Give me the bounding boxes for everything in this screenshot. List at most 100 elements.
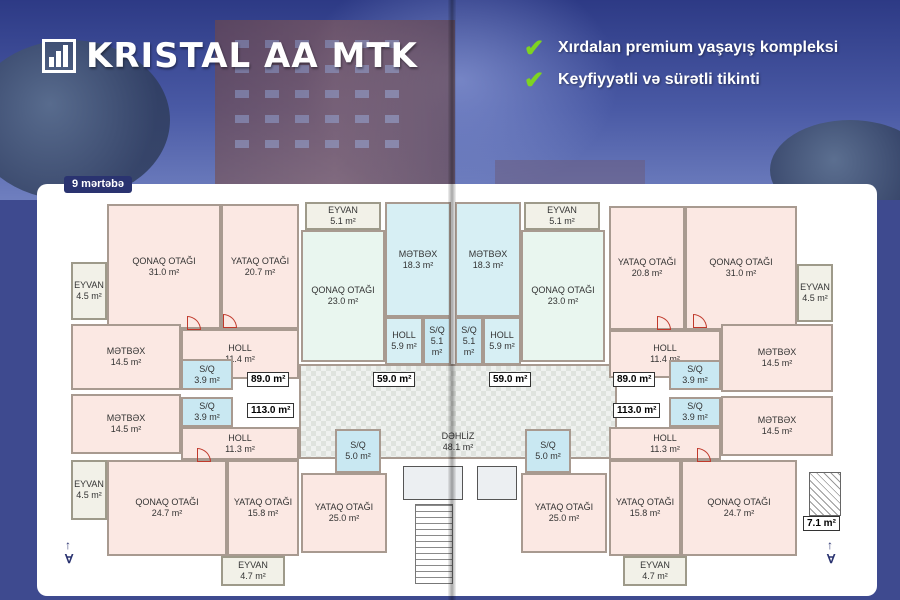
room-area: 5.1 m²: [330, 216, 356, 226]
room-name: EYVAN: [74, 280, 104, 290]
hero-banner: KRISTAL AA MTK ✔ Xırdalan premium yaşayı…: [0, 0, 900, 200]
room-name: EYVAN: [640, 560, 670, 570]
room-kitchen: MƏTBƏX 14.5 m²: [721, 324, 833, 392]
room-name: QONAQ OTAĞI: [531, 285, 595, 295]
room-area: 5.1 m²: [462, 335, 476, 357]
room-name: YATAQ OTAĞI: [534, 502, 594, 512]
checkmark-icon: ✔: [524, 66, 545, 94]
brand-title: KRISTAL AA MTK: [86, 36, 418, 76]
room-area: 20.8 m²: [631, 268, 663, 278]
room-area: 23.0 m²: [547, 296, 579, 306]
apartment-total: 59.0 m²: [489, 372, 532, 387]
room-balcony: EYVAN 4.5 m²: [71, 460, 107, 520]
building-photo: [215, 20, 455, 200]
room-name: MƏTBƏX: [106, 346, 146, 356]
north-arrow-icon: ↑∀: [65, 538, 74, 566]
room-living: QONAQ OTAĞI 23.0 m²: [301, 230, 385, 362]
room-area: 18.3 m²: [402, 259, 434, 270]
room-area: 3.9 m²: [682, 412, 708, 422]
room-name: YATAQ OTAĞI: [617, 257, 677, 267]
room-name: EYVAN: [74, 479, 104, 489]
room-balcony: EYVAN 4.5 m²: [797, 264, 833, 322]
floor-plan-panel: DƏHLİZ 48.1 m² QONAQ OTAĞI 31.0 m² YATAQ…: [37, 184, 877, 596]
room-name: YATAQ OTAĞI: [230, 255, 290, 266]
room-area: 48.1 m²: [442, 441, 474, 452]
room-area: 24.7 m²: [151, 508, 183, 518]
room-living: QONAQ OTAĞI 24.7 m²: [681, 460, 797, 556]
room-bathroom: S/Q 3.9 m²: [669, 360, 721, 390]
feature-item: ✔ Keyfiyyətli və sürətli tikinti: [524, 64, 838, 96]
room-area: 5.1 m²: [549, 216, 575, 226]
room-area: 15.8 m²: [629, 508, 661, 518]
feature-item: ✔ Xırdalan premium yaşayış kompleksi: [524, 32, 838, 64]
room-area: 14.5 m²: [110, 424, 142, 434]
room-bathroom: S/Q 5.0 m²: [335, 429, 381, 473]
room-bedroom: YATAQ OTAĞI 25.0 m²: [301, 473, 387, 553]
apartment-total: 89.0 m²: [613, 372, 656, 387]
room-name: HOLL: [228, 343, 252, 353]
north-arrow-icon: ↑∀: [827, 538, 836, 566]
room-hall: HOLL 5.9 m²: [483, 317, 521, 365]
staircase: [415, 504, 453, 584]
room-name: HOLL: [490, 330, 514, 340]
room-name: QONAQ OTAĞI: [135, 497, 199, 507]
apartment-total: 113.0 m²: [613, 403, 661, 418]
room-name: EYVAN: [238, 560, 268, 570]
room-bathroom: S/Q 3.9 m²: [181, 359, 233, 390]
room-area: 4.7 m²: [240, 571, 266, 581]
checkmark-icon: ✔: [524, 34, 545, 62]
room-area: 4.5 m²: [76, 490, 102, 500]
room-name: S/Q: [687, 401, 703, 411]
room-area: 11.4 m²: [225, 354, 255, 364]
room-name: EYVAN: [328, 205, 358, 215]
elevator-shaft: [403, 466, 463, 500]
room-kitchen: MƏTBƏX 18.3 m²: [385, 202, 451, 317]
room-area: 5.9 m²: [489, 341, 515, 351]
room-balcony: EYVAN 5.1 m²: [305, 202, 381, 230]
room-area: 25.0 m²: [548, 513, 580, 523]
room-area: 14.5 m²: [761, 426, 793, 436]
room-kitchen: MƏTBƏX 14.5 m²: [71, 324, 181, 390]
room-bedroom: YATAQ OTAĞI 25.0 m²: [521, 473, 607, 553]
room-area: 5.1 m²: [430, 335, 444, 357]
room-name: EYVAN: [547, 205, 577, 215]
room-area: 4.7 m²: [642, 571, 668, 581]
room-name: S/Q: [199, 363, 215, 374]
room-balcony: EYVAN 4.7 m²: [623, 556, 687, 586]
room-area: 31.0 m²: [148, 266, 180, 277]
room-name: MƏTBƏX: [757, 415, 797, 425]
room-name: HOLL: [392, 330, 416, 340]
room-area: 15.8 m²: [247, 508, 279, 518]
room-area: 25.0 m²: [328, 513, 360, 523]
floor-label: 9 mərtəbə: [64, 176, 132, 193]
room-area: 4.5 m²: [802, 293, 828, 303]
room-balcony: EYVAN 4.7 m²: [221, 556, 285, 586]
room-balcony: EYVAN 4.5 m²: [71, 262, 107, 320]
room-living: QONAQ OTAĞI 31.0 m²: [685, 206, 797, 330]
room-name: S/Q: [461, 324, 477, 335]
room-name: S/Q: [687, 364, 703, 374]
room-bedroom: YATAQ OTAĞI 20.8 m²: [609, 206, 685, 330]
tree-left: [0, 40, 170, 200]
room-name: YATAQ OTAĞI: [314, 502, 374, 512]
room-area: 5.0 m²: [345, 451, 371, 461]
room-bathroom: S/Q 3.9 m²: [669, 397, 721, 427]
room-living: QONAQ OTAĞI 31.0 m²: [107, 204, 221, 329]
room-kitchen: MƏTBƏX 14.5 m²: [71, 394, 181, 454]
room-area: 3.9 m²: [194, 374, 220, 385]
room-name: MƏTBƏX: [757, 347, 797, 357]
apartment-total: 89.0 m²: [247, 372, 290, 387]
feature-text: Xırdalan premium yaşayış kompleksi: [558, 39, 839, 56]
room-area: 31.0 m²: [725, 268, 757, 278]
room-area: 11.3 m²: [650, 443, 680, 454]
room-name: S/Q: [540, 440, 556, 450]
room-area: 20.7 m²: [244, 266, 276, 277]
room-area: 11.3 m²: [225, 443, 255, 454]
room-bathroom: S/Q 5.1 m²: [423, 317, 451, 365]
room-living: QONAQ OTAĞI 23.0 m²: [521, 230, 605, 362]
room-area: 23.0 m²: [327, 296, 359, 306]
room-balcony: EYVAN 5.1 m²: [524, 202, 600, 230]
room-kitchen: MƏTBƏX 14.5 m²: [721, 396, 833, 456]
hatched-area: [809, 472, 841, 516]
building-logo-icon: [42, 39, 76, 73]
